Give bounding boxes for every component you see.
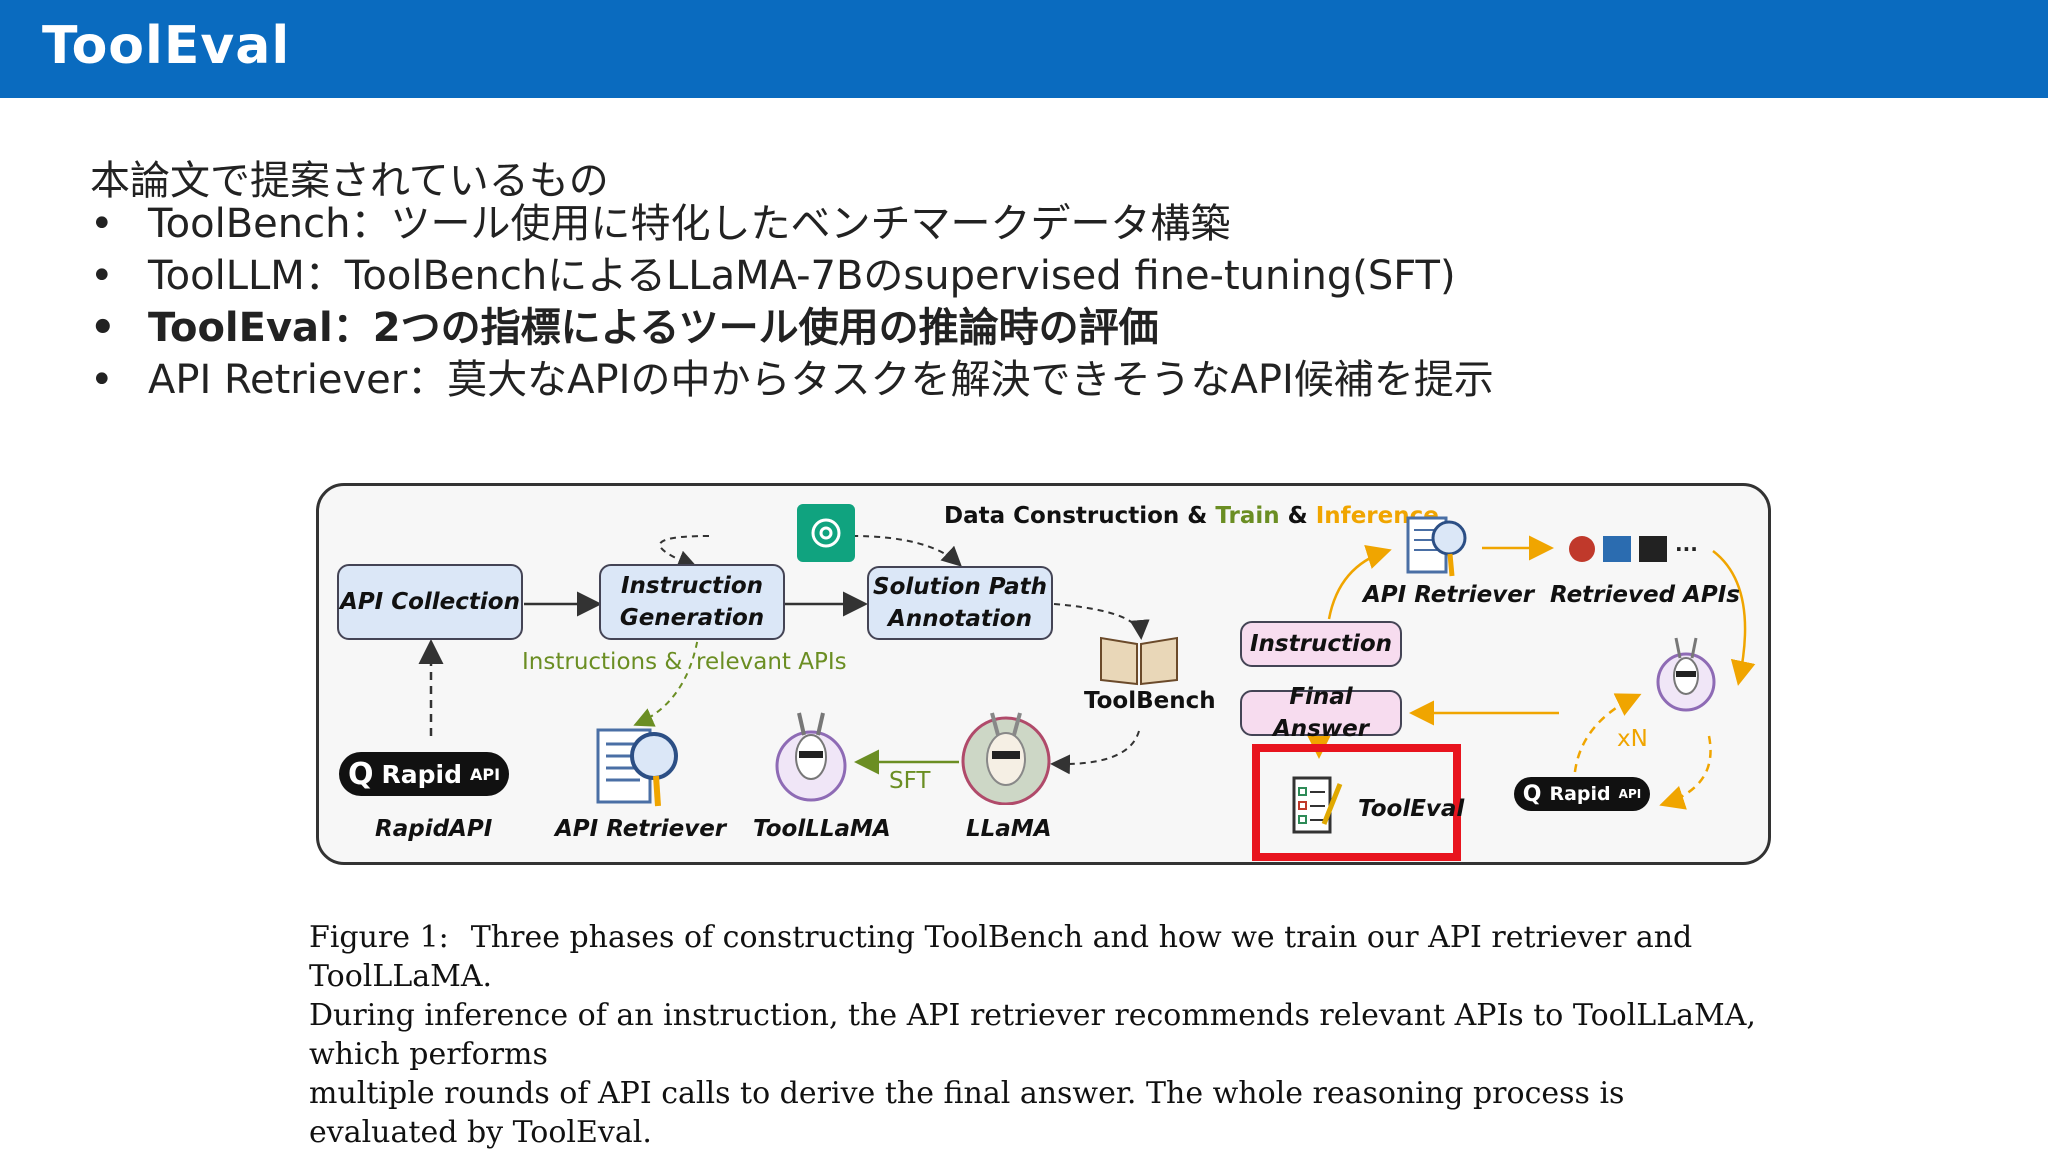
sft-label: SFT [889,768,931,794]
api-retriever-label: API Retriever [555,816,727,842]
tooleval-highlight: ToolEval [1252,744,1465,861]
bullet-text: ToolEval：2つの指標によるツール使用の推論時の評価 [148,305,1159,351]
bullet-dot-icon: • [90,305,116,351]
bullet-text: ToolLLM：ToolBenchによるLLaMA-7Bのsupervised … [148,253,1456,299]
api-retriever-icon [594,724,684,814]
xn-label: xN [1617,726,1648,752]
tooleval-label: ToolEval [1358,796,1465,822]
figure-diagram: Data Construction & Train & Inference AP… [316,483,1771,865]
toolllama-icon [771,711,851,807]
api-retriever-right-label: API Retriever [1363,582,1535,608]
checklist-icon [1290,774,1346,842]
diagram-arrows [418,535,1756,810]
api-collection-box: API Collection [337,564,523,640]
bullet-text: ToolBench：ツール使用に特化したベンチマークデータ構築 [148,201,1231,247]
caption-line-1: Figure 1:Three phases of constructing To… [309,920,1693,994]
instruction-box: Instruction [1240,621,1402,667]
bullet-list: • ToolBench：ツール使用に特化したベンチマークデータ構築 • ToolLL… [90,198,1494,406]
bullet-api-retriever: • API Retriever：莫大なAPIの中からタスクを解決できそうなAPI候… [90,354,1494,406]
api-logo-icon [1603,536,1631,562]
rapidapi-logo: Q Rapid API [339,752,509,796]
rapidapi-small-logo: Q Rapid API [1514,777,1650,811]
caption-line-2: During inference of an instruction, the … [309,998,1756,1072]
instruction-generation-box: Instruction Generation [599,564,785,640]
chatgpt-icon [797,504,855,562]
toolllama-label: ToolLLaMA [753,816,891,842]
bullet-dot-icon: • [90,253,114,299]
intro-text: 本論文で提案されているもの [90,158,609,204]
bullet-tooleval: • ToolEval：2つの指標によるツール使用の推論時の評価 [90,302,1494,354]
rapidapi-q-icon: Q [1522,781,1542,807]
toolllama-inference-icon [1654,634,1718,718]
bullet-text: API Retriever：莫大なAPIの中からタスクを解決できそうなAPI候補… [148,357,1494,403]
caption-head: Figure 1: [309,920,449,955]
relevant-apis-label: relevant APIs [696,649,847,675]
instructions-and-label: Instructions & [522,649,683,675]
api-logo-icon [1569,536,1595,562]
llama-label: LLaMA [966,816,1052,842]
more-icon: ··· [1675,537,1698,561]
toolbench-label: ToolBench [1084,688,1216,714]
bullet-toolbench: • ToolBench：ツール使用に特化したベンチマークデータ構築 [90,198,1494,250]
retrieved-apis-label: Retrieved APIs [1550,582,1740,608]
llama-icon [959,711,1053,809]
final-answer-box: Final Answer [1240,684,1402,742]
figure-header: Data Construction & Train & Inference [944,503,1439,529]
caption-line-3: multiple rounds of API calls to derive t… [309,1076,1625,1150]
bullet-toolllm: • ToolLLM：ToolBenchによるLLaMA-7Bのsupervised… [90,250,1494,302]
bullet-dot-icon: • [90,201,114,247]
api-logo-icon [1639,536,1667,562]
figure-caption: Figure 1:Three phases of constructing To… [309,918,1779,1152]
slide-header: ToolEval [0,0,2048,98]
rapidapi-q-icon: Q [347,756,374,792]
retrieved-api-icons: ··· [1569,536,1698,562]
bullet-dot-icon: • [90,357,114,403]
solution-path-box: Solution Path Annotation [867,566,1053,640]
api-retriever-right-icon [1405,514,1471,582]
slide-title: ToolEval [42,16,291,76]
book-icon [1097,634,1181,690]
rapidapi-label: RapidAPI [375,816,493,842]
